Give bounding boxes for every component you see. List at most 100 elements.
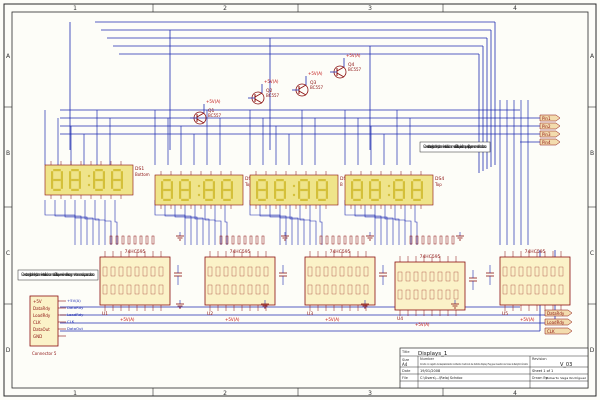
register-output-wire: [394, 200, 406, 245]
connector-pin-label: GND: [33, 334, 42, 339]
register-output-wire: [54, 200, 82, 245]
drawn-label: Drawn By:: [532, 376, 548, 380]
register-pin-label: [150, 284, 156, 295]
register-pin-label: [397, 271, 403, 282]
segment-v: [316, 190, 319, 199]
register-pin-label: [118, 284, 124, 295]
connector-net-label: +5V(A): [67, 298, 81, 303]
register-pin-label: [502, 266, 508, 277]
segment-v: [420, 181, 423, 190]
resistor: [439, 235, 443, 245]
segment-v: [78, 171, 81, 180]
register-pin-label: [207, 284, 213, 295]
display-digit: [161, 179, 173, 201]
register-pin-label: [255, 266, 261, 277]
register-pin-label: [247, 284, 253, 295]
display-colon: [87, 183, 91, 187]
connector-pin-label: +5V: [33, 299, 42, 304]
register-output-wire: [194, 200, 210, 245]
register-pin-label: [339, 284, 345, 295]
register-label: 74HC595: [125, 249, 146, 255]
segment-h: [95, 178, 103, 182]
register-ref: U2: [207, 311, 213, 317]
register-pin-label: [542, 266, 548, 277]
register-pin-label: [223, 284, 229, 295]
port-label: CLK: [547, 329, 555, 334]
segment-h: [181, 188, 189, 192]
register-body: [394, 261, 466, 311]
port-label: Pin4: [542, 140, 551, 145]
segment-h: [181, 198, 189, 201]
register-output-wire: [154, 200, 186, 245]
port-shape: [544, 327, 573, 335]
segment-h: [318, 179, 326, 182]
segment-h: [113, 188, 121, 191]
register-pin-label: [437, 271, 443, 282]
segment-v: [93, 171, 96, 180]
segment-h: [223, 179, 231, 182]
display-colon: [387, 184, 391, 188]
resistor: [139, 235, 143, 245]
register-pin-label: [134, 284, 140, 295]
register-output-wire: [309, 200, 317, 245]
register-pin-label: [126, 284, 132, 295]
resistor: [261, 235, 265, 245]
register-pin-label: [215, 284, 221, 295]
register-pin-label: [102, 266, 108, 277]
segment-h: [53, 169, 61, 172]
register-output-wire: [94, 200, 106, 245]
power-net-label: +5V(A): [520, 317, 535, 322]
register-pin-label: [150, 266, 156, 277]
transistor-ref: Q1: [208, 108, 215, 114]
resistor: [121, 235, 125, 245]
register-output-wire: [104, 200, 112, 245]
register-pin-label: [118, 266, 124, 277]
frame-col-label: 3: [368, 5, 372, 12]
resistor: [255, 235, 259, 245]
segment-v: [188, 190, 191, 199]
port-label: Pin1: [542, 116, 551, 121]
register-pin-label: [331, 284, 337, 295]
ground-symbol: [366, 232, 374, 241]
resistor: [231, 235, 235, 245]
segment-v: [256, 190, 259, 199]
segment-h: [258, 179, 266, 182]
register-output-wire: [364, 200, 388, 245]
port-pin4: Pin4: [520, 138, 561, 146]
segment-h: [395, 198, 403, 201]
segment-h: [276, 179, 284, 182]
segment-v: [102, 171, 105, 180]
port-pin3: Pin3: [520, 130, 561, 138]
segment-v: [203, 190, 206, 199]
display-digit: [274, 179, 286, 201]
segment-v: [360, 181, 363, 190]
register-pin-label: [542, 284, 548, 295]
resistor: [249, 235, 253, 245]
frame-row-label: C: [590, 250, 594, 257]
resistor: [337, 235, 341, 245]
segment-v: [351, 181, 354, 190]
port-datardy: DataRdy: [544, 309, 573, 317]
segment-v: [274, 190, 277, 199]
frame-row-label: B: [590, 150, 594, 157]
frame-row-label: A: [6, 53, 11, 60]
frame-row-label: A: [590, 53, 595, 60]
register-pin-label: [355, 266, 361, 277]
file-label: File: [402, 376, 408, 380]
resistor: [427, 235, 431, 245]
transistor-ref: Q3: [310, 80, 317, 86]
number-label: Number: [420, 357, 435, 361]
register-pin-label: [239, 284, 245, 295]
resistor: [145, 235, 149, 245]
segment-v: [265, 190, 268, 199]
frame-col-label: 4: [513, 5, 517, 12]
resistor: [433, 235, 437, 245]
resistor: [133, 235, 137, 245]
register-pin-label: [347, 266, 353, 277]
transistor-lead: [196, 112, 205, 118]
segment-v: [161, 181, 164, 190]
segment-v: [60, 171, 63, 180]
segment-v: [93, 180, 96, 189]
